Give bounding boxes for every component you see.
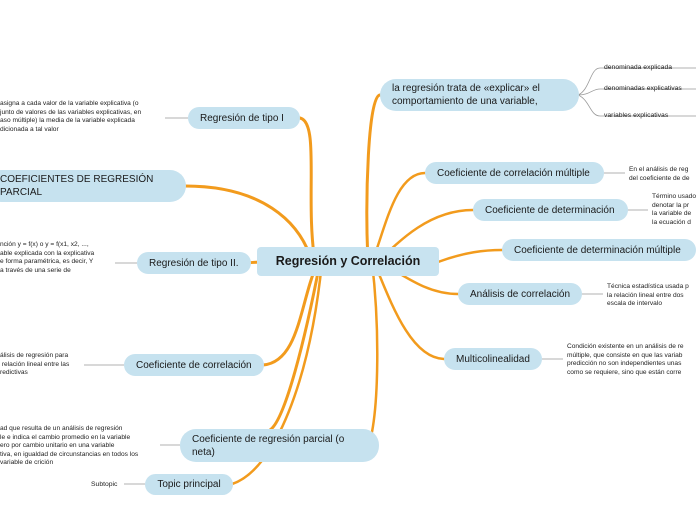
branch-reg-tipo1 [298, 116, 317, 264]
node-label: Multicolinealidad [456, 353, 530, 365]
node-regresion-trata[interactable]: la regresión trata de «explicar» el comp… [380, 79, 579, 111]
link-sub-3 [577, 94, 696, 117]
node-label: Topic principal [157, 479, 221, 490]
node-label: Regresión de tipo I [200, 112, 284, 124]
node-coeficiente-correlacion[interactable]: Coeficiente de correlación [124, 354, 264, 376]
node-label: Coeficiente de determinación múltiple [514, 244, 681, 256]
node-coeficiente-correlacion-multiple[interactable]: Coeficiente de correlación múltiple [425, 162, 604, 184]
node-coeficiente-determinacion[interactable]: Coeficiente de determinación [473, 199, 628, 221]
branch-coef-reg-parcial [268, 260, 322, 432]
node-label: Coeficiente de regresión parcial (o neta… [192, 433, 345, 458]
node-regresion-tipo-1[interactable]: Regresión de tipo I [188, 107, 300, 129]
subtopic-label[interactable]: Subtopic [91, 481, 118, 488]
branch-topic-principal [230, 260, 324, 486]
note-coeficiente-determinacion: Término usado denotar la pr la variable … [652, 193, 696, 226]
branch-regresion-trata [365, 93, 382, 264]
node-label: COEFICIENTES DE REGRESIÓN PARCIAL [0, 174, 154, 198]
central-topic-label: Regresión y Correlación [275, 254, 421, 268]
note-analisis-correlacion: Técnica estadística usada p la relación … [607, 283, 689, 307]
node-label: Coeficiente de correlación [136, 359, 252, 371]
node-label: Coeficiente de determinación [485, 204, 615, 216]
note-regresion-tipo-2: nción y = f(x) o y = f(x1, x2, ..., able… [0, 241, 95, 274]
branch-coef-det-mult [436, 248, 504, 264]
node-analisis-correlacion[interactable]: Análisis de correlación [458, 283, 582, 305]
note-regresion-tipo-1: asigna a cada valor de la variable expli… [0, 100, 142, 133]
subtopic-variables-explicativas[interactable]: variables explicativas [604, 112, 669, 119]
node-label: Regresión de tipo II. [149, 257, 239, 269]
node-multicolinealidad[interactable]: Multicolinealidad [444, 348, 542, 370]
note-coeficiente-correlacion: álisis de regresión para relación lineal… [0, 352, 70, 376]
note-coeficiente-regresion-parcial: ad que resulta de un análisis de regresi… [0, 425, 139, 466]
link-sub-2 [577, 88, 696, 96]
link-sub-1 [577, 67, 696, 96]
subtopic-denominada-explicada[interactable]: denominada explicada [604, 64, 673, 71]
node-label: Coeficiente de correlación múltiple [437, 167, 590, 179]
node-regresion-tipo-2[interactable]: Regresión de tipo II. [137, 252, 251, 274]
node-label: la regresión trata de «explicar» el comp… [392, 83, 540, 107]
node-topic-principal[interactable]: Topic principal [145, 474, 233, 495]
node-coeficiente-determinacion-multiple[interactable]: Coeficiente de determinación múltiple [502, 239, 696, 261]
node-coeficiente-regresion-parcial[interactable]: Coeficiente de regresión parcial (o neta… [180, 429, 379, 462]
branch-coef-parcial-right [370, 260, 379, 434]
note-coeficiente-correlacion-multiple: En el análisis de reg del coeficiente de… [629, 166, 690, 182]
node-coeficientes-regresion-parcial[interactable]: COEFICIENTES DE REGRESIÓN PARCIAL [0, 170, 186, 202]
subtopic-denominadas-explicativas[interactable]: denominadas explicativas [604, 85, 682, 92]
node-label: Análisis de correlación [470, 288, 571, 300]
branch-multicol [372, 260, 446, 361]
central-topic[interactable]: Regresión y Correlación [257, 247, 439, 276]
note-multicolinealidad: Condición existente en un análisis de re… [567, 343, 684, 376]
